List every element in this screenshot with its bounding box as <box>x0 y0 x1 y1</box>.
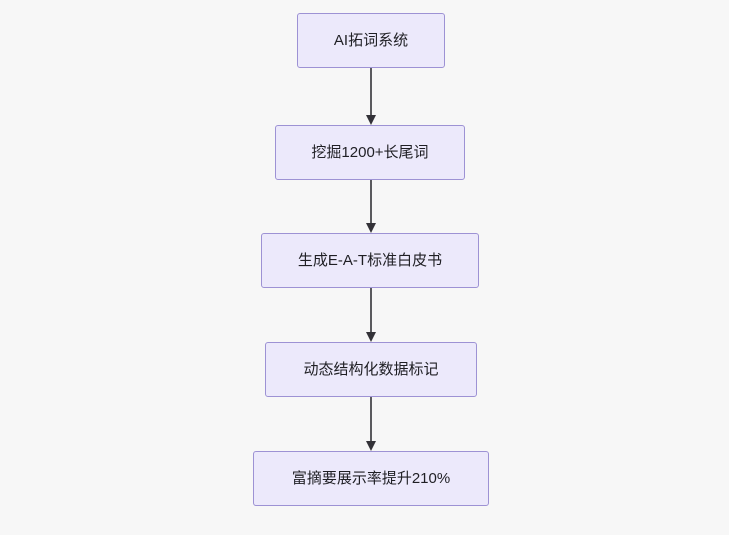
arrow-head-icon <box>366 441 376 451</box>
edge-n4-to-n5 <box>366 397 376 451</box>
flow-node-n2[interactable]: 挖掘1200+长尾词 <box>275 125 465 180</box>
flow-node-label: 动态结构化数据标记 <box>303 360 439 378</box>
flow-node-n1[interactable]: AI拓词系统 <box>297 13 445 68</box>
flow-node-n5[interactable]: 富摘要展示率提升210% <box>253 451 489 506</box>
arrow-head-icon <box>366 223 376 233</box>
flow-node-n4[interactable]: 动态结构化数据标记 <box>265 342 477 397</box>
edge-n1-to-n2 <box>366 68 376 125</box>
edge-n2-to-n3 <box>366 180 376 233</box>
arrow-head-icon <box>366 115 376 125</box>
flow-node-label: 挖掘1200+长尾词 <box>311 143 429 161</box>
flow-node-label: 生成E-A-T标准白皮书 <box>297 251 443 269</box>
flow-node-n3[interactable]: 生成E-A-T标准白皮书 <box>261 233 479 288</box>
edge-n3-to-n4 <box>366 288 376 342</box>
flow-node-label: AI拓词系统 <box>333 31 409 49</box>
flow-node-label: 富摘要展示率提升210% <box>291 469 451 487</box>
arrow-head-icon <box>366 332 376 342</box>
